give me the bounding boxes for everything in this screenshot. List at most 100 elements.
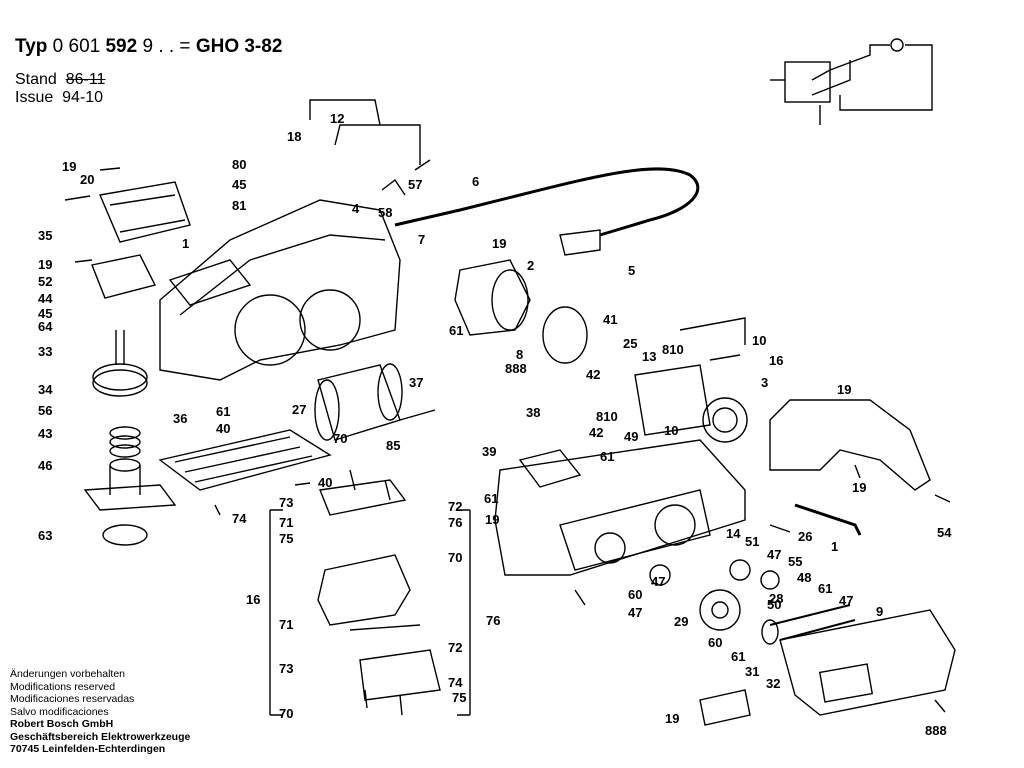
part-number-label: 32 [766, 676, 781, 691]
part-number-label: 6 [472, 174, 480, 189]
part-number-label: 51 [745, 534, 760, 549]
part-number-label: 61 [216, 404, 231, 419]
part-number-label: 810 [596, 409, 618, 424]
part-number-label: 47 [767, 547, 782, 562]
part-number-label: 33 [38, 344, 53, 359]
company-name: Robert Bosch GmbH [10, 718, 114, 730]
part-number-label: 16 [769, 353, 784, 368]
typ-suffix: 9 . . = [142, 36, 191, 57]
motor-assembly [314, 363, 436, 441]
part-number-label: 28 [769, 591, 784, 606]
part-number-label: 4 [352, 201, 360, 216]
part-number-label: 888 [925, 723, 947, 738]
part-number-label: 16 [246, 592, 261, 607]
belt-cover [779, 609, 956, 716]
part-number-label: 37 [409, 375, 424, 390]
rear-handle [769, 399, 931, 491]
part-number-label: 61 [449, 323, 464, 338]
footer-line-de: Änderungen vorbehalten [10, 668, 126, 680]
footer-line-es: Modificaciones reservadas [10, 693, 135, 705]
typ-number-a: 0 601 [52, 36, 101, 57]
footer-notice: Änderungen vorbehalten Modifications res… [10, 668, 190, 756]
part-number-label: 76 [486, 613, 501, 628]
part-number-label: 61 [484, 491, 499, 506]
part-number-label: 81 [232, 198, 247, 213]
part-number-label: 63 [38, 528, 53, 543]
part-number-label: 73 [279, 661, 294, 676]
part-number-label: 70 [448, 550, 463, 565]
part-number-label: 40 [216, 421, 231, 436]
name-plate [699, 689, 751, 726]
part-number-label: 888 [505, 361, 527, 376]
part-number-label: 85 [386, 438, 401, 453]
part-number-label: 9 [876, 604, 884, 619]
part-number-label: 60 [708, 635, 723, 650]
part-number-label: 34 [38, 382, 53, 397]
part-number-label: 47 [839, 593, 854, 608]
typ-number-b: 592 [105, 36, 138, 57]
handle-cover [91, 181, 191, 299]
footer-line-pt: Salvo modificaciones [10, 705, 109, 718]
part-number-label: 19 [665, 711, 680, 726]
issue-value: 94-10 [62, 89, 104, 106]
revision-block: Stand 86-11 Issue 94-10 [15, 71, 105, 107]
part-number-label: 40 [318, 475, 333, 490]
wiring-schematic [770, 38, 933, 125]
part-number-label: 13 [642, 349, 657, 364]
blade-holder-group [269, 479, 471, 716]
part-number-label: 20 [80, 172, 95, 187]
typ-label: Typ [15, 36, 48, 57]
part-number-label: 48 [797, 570, 812, 585]
part-number-label: 61 [818, 581, 833, 596]
part-number-label: 10 [752, 333, 767, 348]
footer-line-en: Modifications reserved [10, 680, 116, 693]
part-number-label: 64 [38, 319, 53, 334]
part-number-label: 41 [603, 312, 618, 327]
part-number-label: 31 [745, 664, 760, 679]
part-number-label: 54 [937, 525, 952, 540]
stator [454, 259, 588, 364]
part-number-label: 12 [330, 111, 345, 126]
part-number-label: 3 [761, 375, 769, 390]
part-number-label: 18 [287, 129, 302, 144]
part-number-label: 75 [452, 690, 467, 705]
part-number-label: 74 [232, 511, 247, 526]
part-number-label: 25 [623, 336, 638, 351]
armature [634, 364, 748, 443]
part-number-label: 55 [788, 554, 803, 569]
company-division: Geschäftsbereich Elektrowerkzeuge [10, 730, 191, 743]
part-number-label: 36 [173, 411, 188, 426]
hex-key [794, 503, 862, 536]
part-number-label: 70 [333, 431, 348, 446]
part-number-label: 42 [589, 425, 604, 440]
part-number-label: 49 [624, 429, 639, 444]
part-number-label: 61 [600, 449, 615, 464]
part-number-label: 47 [628, 605, 643, 620]
part-number-label: 58 [378, 205, 393, 220]
stand-value: 86-11 [65, 71, 106, 88]
part-number-label: 7 [418, 232, 426, 247]
company-address: 70745 Leinfelden-Echterdingen [10, 743, 166, 755]
part-number-label: 61 [731, 649, 746, 664]
part-number-label: 35 [38, 228, 53, 243]
part-number-label: 46 [38, 458, 53, 473]
part-number-label: 19 [38, 257, 53, 272]
part-number-label: 42 [586, 367, 601, 382]
part-number-label: 1 [182, 236, 190, 251]
stand-label: Stand [15, 71, 57, 88]
part-number-label: 57 [408, 177, 423, 192]
issue-label: Issue [15, 89, 54, 106]
part-number-label: 75 [279, 531, 294, 546]
part-number-label: 1 [831, 539, 839, 554]
part-number-label: 19 [62, 159, 77, 174]
sole-plate [158, 429, 332, 491]
part-number-label: 19 [485, 512, 500, 527]
part-number-label: 19 [492, 236, 507, 251]
part-number-label: 50 [767, 597, 782, 612]
screws [64, 167, 951, 716]
part-number-label: 26 [798, 529, 813, 544]
part-number-label: 45 [38, 306, 53, 321]
part-number-label: 80 [232, 157, 247, 172]
housing-lower [494, 439, 746, 576]
